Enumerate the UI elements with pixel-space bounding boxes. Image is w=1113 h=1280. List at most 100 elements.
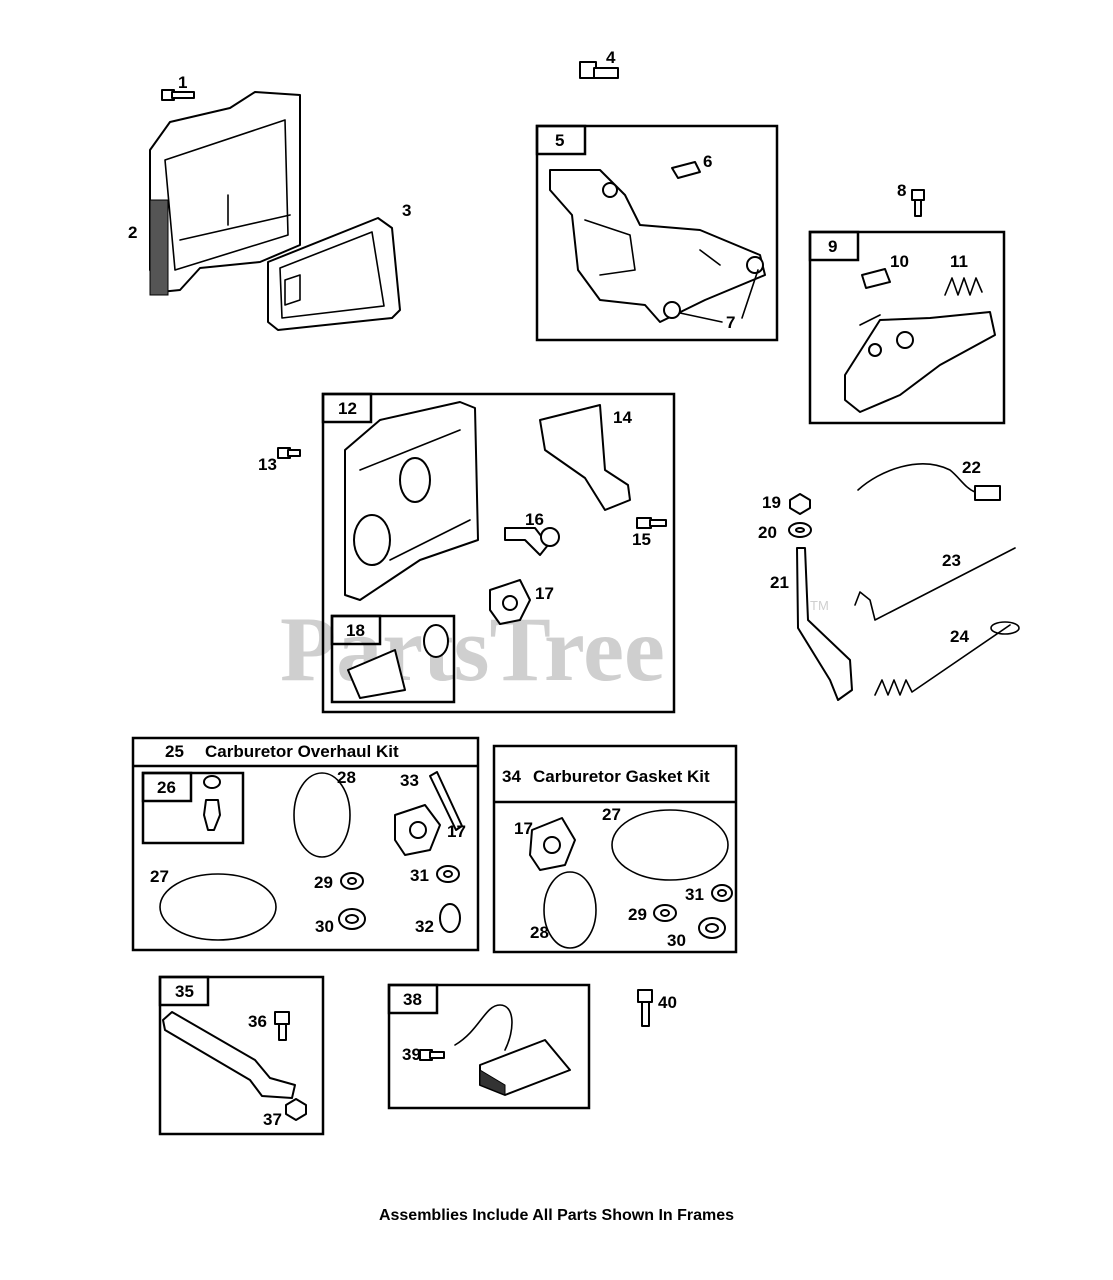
frame-35 [158,975,325,1136]
callout-28-kit34: 28 [530,923,549,942]
frame-9-tab [808,230,860,262]
frame-26-tab [141,771,193,803]
callout-37: 37 [263,1110,282,1129]
callout-7: 7 [726,313,735,332]
callout-21: 21 [770,573,789,592]
frame-5 [535,124,779,342]
callout-39: 39 [402,1045,421,1064]
callout-15: 15 [632,530,651,549]
callout-18: 18 [346,621,365,640]
bracket-14-drawing [539,404,631,511]
o-ring-28-drawing [293,772,351,858]
callout-40: 40 [658,993,677,1012]
callout-23: 23 [942,551,961,570]
callout-8: 8 [897,181,906,200]
callout-29-kit25: 29 [314,873,333,892]
washer-30-kit34-drawing [698,917,726,939]
armature-38-drawing [454,1004,571,1096]
washer-31-kit25-drawing [436,865,460,883]
callout-30-kit34: 30 [667,931,686,950]
frame-25-carburetor-overhaul-kit [131,736,480,952]
frame-12 [321,392,676,714]
bolt-40-drawing [637,989,653,1027]
gasket-17-kit25-drawing [394,804,441,856]
washer-29-kit25-drawing [340,872,364,890]
leader-7b [741,269,759,319]
frame-12-tab [321,392,373,424]
kit-34-number: 34 [502,767,521,786]
callout-19: 19 [762,493,781,512]
screw-8-drawing [911,189,925,217]
screw-1-drawing [161,89,195,101]
nut-19-drawing [789,493,811,515]
nut-37-drawing [285,1098,307,1121]
frame-38 [387,983,591,1110]
screw-36-drawing [274,1011,290,1041]
callout-17-top: 17 [535,584,554,603]
washer-31-kit34-drawing [711,884,733,902]
gasket-17-drawing [489,579,531,625]
callout-5: 5 [555,131,564,150]
frame-26 [141,771,245,845]
needle-seat-26-drawing [203,775,221,831]
governor-spring-24-drawing [874,621,1020,696]
frame-5-tab [535,124,587,156]
callout-4: 4 [606,48,616,67]
frame-34-carburetor-gasket-kit [492,744,738,954]
callout-30-kit25: 30 [315,917,334,936]
frame-18-tab [330,614,382,646]
callout-27-kit25: 27 [150,867,169,886]
screw-39-drawing [419,1049,445,1061]
control-plate-drawing [844,311,996,413]
clip-6-drawing [671,161,701,179]
screw-15-drawing [636,517,667,529]
callout-28: 28 [337,768,356,787]
governor-lever-21-drawing [796,547,853,701]
frame-35-tab [158,975,210,1007]
callout-14: 14 [613,408,632,427]
elbow-16-drawing [504,527,560,556]
leader-7 [679,312,723,323]
callout-26: 26 [157,778,176,797]
o-ring-27-kit25-drawing [159,873,277,941]
callout-13: 13 [258,455,277,474]
screw-13-drawing [277,447,301,459]
callout-16: 16 [525,510,544,529]
callout-24: 24 [950,627,969,646]
callout-9: 9 [828,237,837,256]
pre-cleaner-drawing [347,624,449,699]
governor-link-23-drawing [854,547,1016,621]
callout-12: 12 [338,399,357,418]
callout-11: 11 [950,252,968,271]
watermark-trademark: TM [810,598,829,613]
callout-20: 20 [758,523,777,542]
callout-3: 3 [402,201,411,220]
callout-35: 35 [175,982,194,1001]
plug-32-drawing [439,903,461,933]
frame-9 [808,230,1006,425]
frame-38-tab [387,983,439,1015]
air-filter-drawing [267,217,401,331]
callout-31-kit34: 31 [685,885,704,904]
callout-29-kit34: 29 [628,905,647,924]
callout-32: 32 [415,917,434,936]
callout-38: 38 [403,990,422,1009]
callout-36: 36 [248,1012,267,1031]
callout-17-kit34: 17 [514,819,533,838]
kit-25-title: Carburetor Overhaul Kit [205,742,399,761]
watermark-text: PartsTree [280,598,665,700]
spring-11-drawing [944,277,983,296]
callout-31-kit25: 31 [410,866,429,885]
frame-18 [330,614,456,704]
pin-33-drawing [429,771,463,831]
washer-29-kit34-drawing [653,904,677,922]
callout-27-kit34: 27 [602,805,621,824]
callout-1: 1 [178,73,187,92]
o-ring-28-kit34-drawing [543,871,597,949]
callout-10: 10 [890,252,909,271]
footer-note: Assemblies Include All Parts Shown In Fr… [378,1207,735,1224]
air-cleaner-body-drawing [344,401,479,601]
callout-17-kit25: 17 [447,822,466,841]
